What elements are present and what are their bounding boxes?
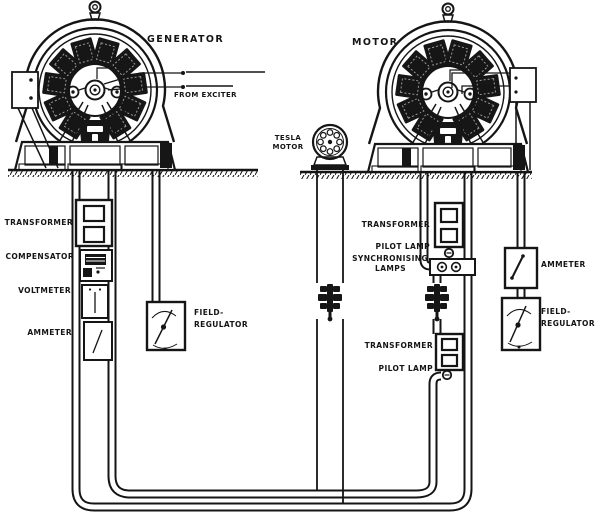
- transformer-left-label: TRANSFORMER: [4, 218, 73, 227]
- field-regulator-left-label-line2: REGULATOR: [194, 320, 249, 329]
- field-regulator-right-label-line1: FIELD-: [541, 307, 571, 316]
- compensator-symbol: [79, 249, 113, 282]
- ammeter-right-symbol: [503, 246, 539, 290]
- field-regulator-right-symbol: [500, 296, 542, 352]
- tesla-motor-label-line1: TESLA: [274, 134, 302, 142]
- switch-motor-circuit: [423, 283, 451, 322]
- motor-field-connections: [451, 67, 537, 170]
- pilot-lamp-upper-symbol: [443, 247, 455, 259]
- field-regulator-right-label-line2: REGULATOR: [541, 319, 596, 328]
- compensator-label: COMPENSATOR: [5, 252, 74, 261]
- field-regulator-left-symbol: [145, 300, 187, 352]
- ammeter-left-symbol: [83, 321, 113, 361]
- ammeter-left-label: AMMETER: [27, 328, 72, 337]
- motor-label: MOTOR: [352, 37, 399, 48]
- voltmeter-label: VOLTMETER: [18, 286, 71, 295]
- transformer-right-lower-symbol: [434, 332, 465, 372]
- transformer-left-symbol: [74, 198, 114, 248]
- ammeter-right-label: AMMETER: [541, 260, 586, 269]
- switch-tesla-circuit: [316, 283, 344, 322]
- transformer-right-upper-symbol: [433, 201, 465, 249]
- transformer-right-upper-label: TRANSFORMER: [361, 220, 430, 229]
- pilot-lamp-lower-label: PILOT LAMP: [378, 364, 433, 373]
- generator-label: GENERATOR: [147, 34, 225, 45]
- synchronising-lamps-label-line2: LAMPS: [375, 264, 406, 273]
- transformer-right-lower-label: TRANSFORMER: [364, 341, 433, 350]
- voltmeter-symbol: [81, 284, 109, 319]
- exciter-connections: [11, 71, 265, 169]
- pilot-lamp-lower-symbol: [441, 369, 453, 381]
- from-exciter-label: FROM EXCITER: [174, 91, 237, 99]
- tesla-motor-label-line2: MOTOR: [272, 143, 304, 151]
- tesla-motor-drawing: [311, 123, 349, 170]
- synchronising-lamps-symbol: [429, 258, 476, 276]
- motor-drawing: [366, 2, 530, 174]
- pilot-lamp-upper-label: PILOT LAMP: [375, 242, 430, 251]
- generator-drawing: [13, 0, 177, 172]
- synchronising-lamps-label-line1: SYNCHRONISING: [352, 254, 428, 263]
- field-regulator-left-label-line1: FIELD-: [194, 308, 224, 317]
